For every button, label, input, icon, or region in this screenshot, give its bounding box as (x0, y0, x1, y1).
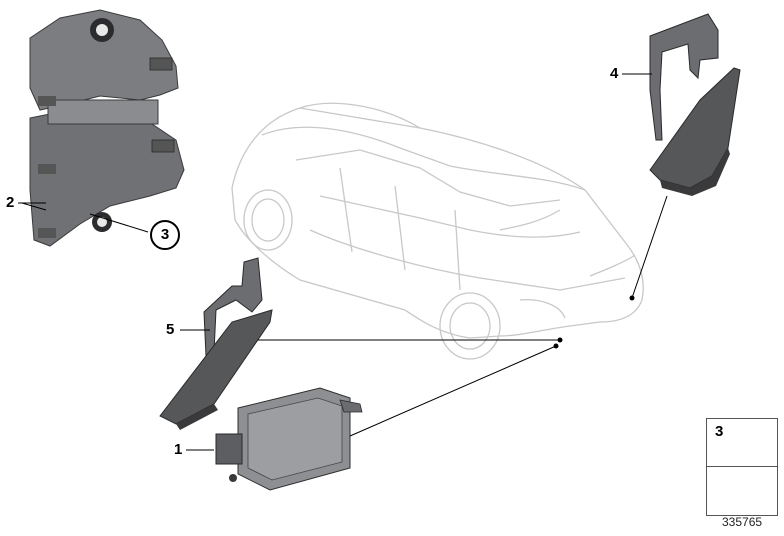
legend-box: 3 (706, 418, 778, 516)
bracket-part-2 (29, 9, 185, 247)
legend-part-number: 3 (715, 423, 724, 440)
bracket-part-4 (649, 13, 741, 196)
car-outline (231, 102, 644, 360)
leader-lines (18, 73, 668, 451)
bracket-part-5 (159, 257, 273, 430)
legend-divider (707, 466, 777, 467)
callout-3-circled: 3 (150, 220, 180, 250)
callout-1: 1 (174, 441, 183, 458)
callout-5: 5 (166, 321, 175, 338)
leader-dots (553, 295, 635, 349)
callout-2: 2 (6, 194, 15, 211)
callout-4: 4 (610, 65, 619, 82)
document-number: 335765 (722, 515, 763, 529)
sensor-part-1 (215, 387, 363, 491)
